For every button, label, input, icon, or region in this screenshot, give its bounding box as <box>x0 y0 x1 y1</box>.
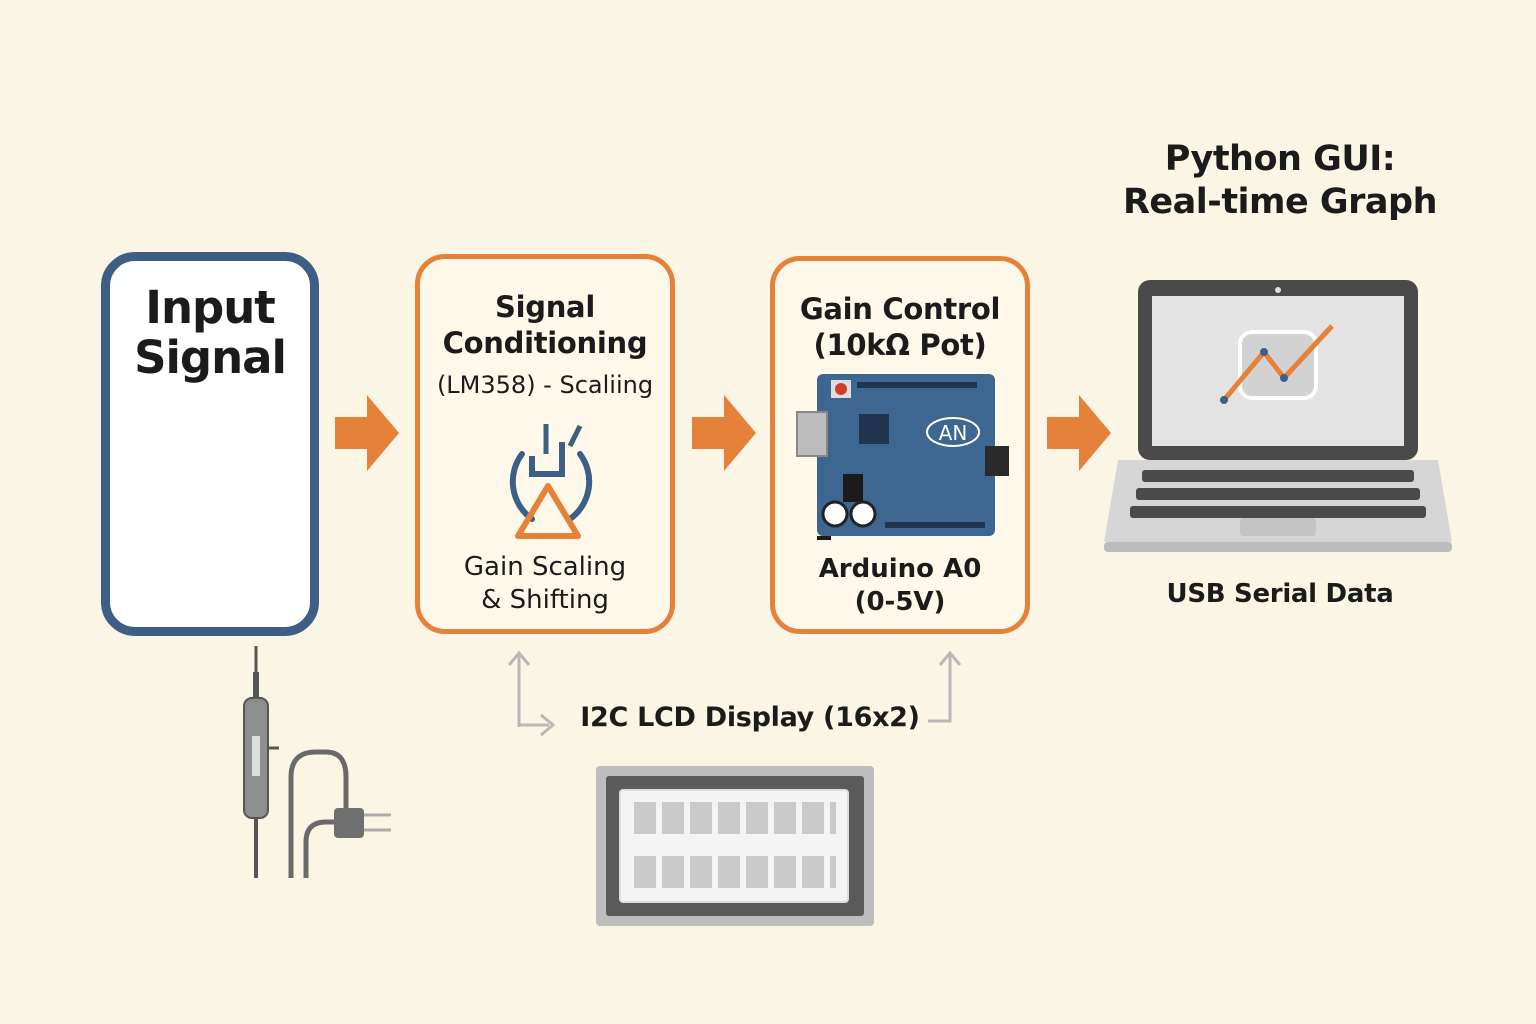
board-logo: AN <box>939 421 968 445</box>
flow-arrow-2 <box>692 395 756 471</box>
probe-cable-icon <box>243 646 391 878</box>
lcd-display-icon <box>596 766 874 926</box>
signal-conditioning-block: Signal Conditioning (LM358) - Scaliing G… <box>415 254 675 634</box>
usb-serial-label: USB Serial Data <box>1166 579 1394 609</box>
gui-title: Python GUI: Real-time Graph <box>1122 139 1438 222</box>
input-signal-title: Input Signal <box>134 281 287 384</box>
lcd-connector-left <box>507 650 556 737</box>
arduino-block: Gain Control (10kΩ Pot) AN Arduino A0 (0… <box>770 256 1030 634</box>
laptop-graph-icon <box>1104 280 1452 552</box>
arduino-title: Gain Control (10kΩ Pot) <box>799 292 1001 362</box>
conditioning-subtitle: (LM358) - Scaliing <box>436 371 654 399</box>
flow-arrow-3 <box>1047 395 1111 471</box>
flow-arrow-1 <box>335 395 399 471</box>
lcd-connector-right <box>928 650 962 723</box>
conditioning-title: Signal Conditioning <box>442 290 648 360</box>
lcd-label: I2C LCD Display (16x2) <box>580 702 920 733</box>
input-signal-block: Input Signal <box>101 252 391 878</box>
arduino-board-icon: AN <box>796 374 1009 540</box>
conditioning-caption: Gain Scaling & Shifting <box>463 552 627 615</box>
amplifier-icon <box>509 424 593 539</box>
arduino-caption: Arduino A0 (0-5V) <box>818 554 982 617</box>
